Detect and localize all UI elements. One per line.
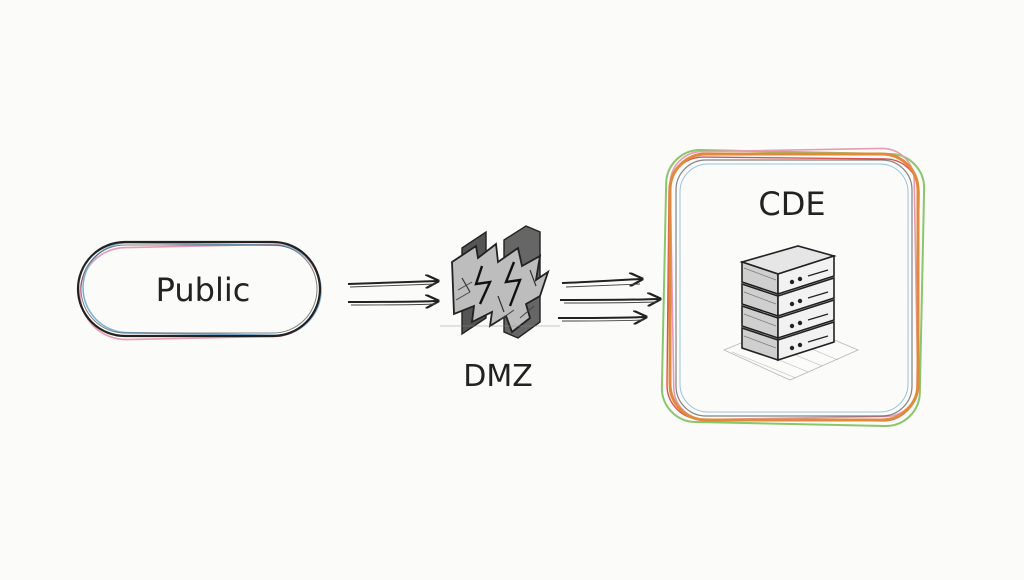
edge-public-dmz xyxy=(347,281,438,306)
arrow-dmz-cde-3-sketch xyxy=(561,319,645,322)
cde-node-sketch-green xyxy=(660,149,926,427)
arrow-public-dmz-2-sketch xyxy=(350,303,437,306)
public-node-outline-inner xyxy=(80,244,318,334)
arrow-dmz-cde-1 xyxy=(561,279,642,283)
arrow-dmz-cde-3 xyxy=(557,317,646,318)
arrow-public-dmz-1-sketch xyxy=(349,283,437,288)
dmz-node: DMZ xyxy=(440,225,560,394)
firewall-icon xyxy=(440,225,560,339)
cde-node-outline xyxy=(668,152,920,422)
cde-node-label: CDE xyxy=(758,185,825,223)
public-node-outline xyxy=(76,240,322,338)
cde-node-sketch-blue xyxy=(679,163,909,413)
public-node: Public xyxy=(76,240,322,341)
cde-node: CDE xyxy=(660,147,926,427)
arrow-dmz-cde-1-sketch xyxy=(565,283,641,288)
dmz-node-label: DMZ xyxy=(463,359,533,394)
arrow-public-dmz-1 xyxy=(347,281,438,284)
cde-node-sketch-pink xyxy=(669,147,919,421)
cde-node-outline-inner xyxy=(675,159,913,417)
arrow-dmz-cde-2 xyxy=(559,299,660,300)
arrow-public-dmz-2 xyxy=(347,301,438,302)
public-node-label: Public xyxy=(156,271,251,309)
server-stack-icon xyxy=(722,245,860,381)
arrow-dmz-cde-2-sketch xyxy=(563,301,657,304)
edge-dmz-cde xyxy=(557,279,660,322)
